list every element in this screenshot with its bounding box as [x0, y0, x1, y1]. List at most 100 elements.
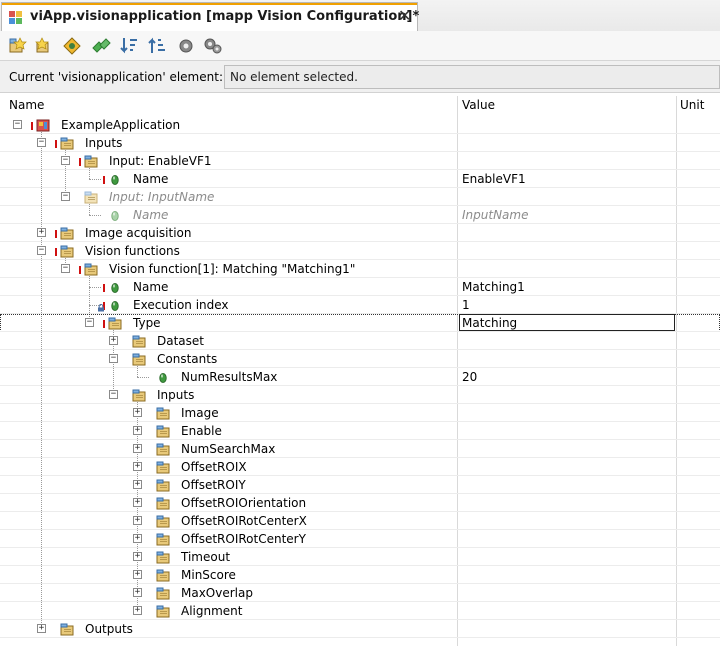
folder-icon [108, 317, 122, 330]
toolbar [0, 31, 720, 61]
tree-row[interactable]: − Inputs [0, 134, 720, 152]
parameter-icon [111, 283, 119, 293]
tree-item-label: NumSearchMax [181, 442, 276, 456]
tree-item-label: MinScore [181, 568, 236, 582]
tree-row[interactable]: + NumSearchMax [0, 440, 720, 458]
expand-icon[interactable]: + [133, 425, 142, 435]
current-element-field: No element selected. [224, 65, 720, 89]
collapse-icon[interactable]: − [13, 119, 22, 129]
tree-row[interactable]: −Vision function[1]: Matching "Matching1… [0, 260, 720, 278]
tree-row[interactable]: −Constants [0, 350, 720, 368]
tree-row[interactable]: + MinScore [0, 566, 720, 584]
tab-strip: viApp.visionapplication [mapp Vision Con… [0, 0, 720, 32]
expand-icon[interactable]: + [37, 227, 46, 237]
expand-icon[interactable]: + [133, 443, 142, 453]
tree-item-label: Inputs [85, 136, 123, 150]
tree-row[interactable]: + OffsetROIRotCenterX [0, 512, 720, 530]
tree-row[interactable]: +Image acquisition [0, 224, 720, 242]
gears-icon[interactable] [203, 36, 223, 56]
row-separator [0, 313, 720, 314]
tree-row[interactable]: +OffsetROIY [0, 476, 720, 494]
column-value-header[interactable]: Value [462, 98, 495, 112]
expand-icon[interactable]: + [109, 335, 118, 345]
tree-row[interactable]: +Dataset [0, 332, 720, 350]
folder-icon [132, 389, 146, 402]
tree-row[interactable]: +Alignment [0, 602, 720, 620]
column-name-header[interactable]: Name [9, 98, 45, 112]
row-separator [0, 583, 720, 584]
collapse-icon[interactable]: − [109, 389, 118, 399]
collapse-icon[interactable]: − [109, 353, 118, 363]
expand-icon[interactable]: + [133, 551, 142, 561]
expand-icon[interactable]: + [133, 569, 142, 579]
tree-item-value: Matching1 [462, 280, 525, 294]
tree-row[interactable]: −ExampleApplication [0, 116, 720, 134]
expand-icon[interactable]: + [37, 623, 46, 633]
tree-row[interactable]: +OffsetROIOrientation [0, 494, 720, 512]
column-divider[interactable] [676, 96, 677, 646]
collapse-icon[interactable]: − [37, 137, 46, 147]
sort-descending-icon[interactable] [119, 36, 139, 56]
tree-row[interactable]: +Timeout [0, 548, 720, 566]
application-icon [36, 119, 50, 132]
tree-row[interactable]: +Enable [0, 422, 720, 440]
gear-icon[interactable] [176, 36, 196, 56]
row-separator [0, 349, 720, 350]
lock-icon [98, 304, 104, 312]
collapse-icon[interactable]: − [61, 263, 70, 273]
add-child-icon[interactable] [33, 36, 53, 56]
row-separator [0, 223, 720, 224]
tree-row[interactable]: −Inputs [0, 386, 720, 404]
expand-icon[interactable]: + [133, 461, 142, 471]
editor-tab[interactable]: viApp.visionapplication [mapp Vision Con… [1, 2, 419, 31]
tree-row[interactable]: −Input: InputName [0, 188, 720, 206]
close-icon[interactable]: ✕ [398, 6, 412, 25]
expand-icon[interactable]: + [133, 515, 142, 525]
tree-row[interactable]: +MaxOverlap [0, 584, 720, 602]
folder-icon [156, 461, 170, 474]
tree-row[interactable]: +OffsetROIRotCenterY [0, 530, 720, 548]
row-separator [0, 277, 720, 278]
expand-icon[interactable]: + [133, 587, 142, 597]
expand-icon[interactable]: + [133, 497, 142, 507]
row-separator [0, 475, 720, 476]
navigate-icon[interactable] [62, 36, 82, 56]
tree-row[interactable]: −Input: EnableVF1 [0, 152, 720, 170]
add-element-icon[interactable] [7, 36, 27, 56]
column-divider[interactable] [457, 96, 458, 646]
expand-icon[interactable]: + [133, 407, 142, 417]
row-separator [0, 637, 720, 638]
tree-guide-line [41, 129, 42, 629]
tree-row[interactable]: +Outputs [0, 620, 720, 638]
tree-row[interactable]: +Image [0, 404, 720, 422]
tree-connector [89, 215, 101, 216]
row-separator [0, 241, 720, 242]
folder-icon [156, 479, 170, 492]
parameter-icon [111, 301, 119, 311]
tree-row[interactable]: +OffsetROIX [0, 458, 720, 476]
collapse-icon[interactable]: − [61, 191, 70, 201]
folder-icon [156, 587, 170, 600]
tree-item-label: OffsetROIRotCenterX [181, 514, 307, 528]
row-separator [0, 403, 720, 404]
expand-icon[interactable]: + [133, 605, 142, 615]
required-marker-icon [103, 302, 105, 310]
collapse-icon[interactable]: − [37, 245, 46, 255]
row-separator [0, 511, 720, 512]
value-editor-field[interactable]: Matching [459, 314, 675, 331]
column-unit-header[interactable]: Unit [680, 98, 705, 112]
expand-icon[interactable]: + [133, 533, 142, 543]
expand-icon[interactable]: + [133, 479, 142, 489]
tree-item-value: EnableVF1 [462, 172, 526, 186]
sort-ascending-icon[interactable] [147, 36, 167, 56]
link-icon[interactable] [91, 36, 111, 56]
tree-row[interactable]: −Vision functions [0, 242, 720, 260]
collapse-icon[interactable]: − [61, 155, 70, 165]
collapse-icon[interactable]: − [85, 317, 94, 327]
